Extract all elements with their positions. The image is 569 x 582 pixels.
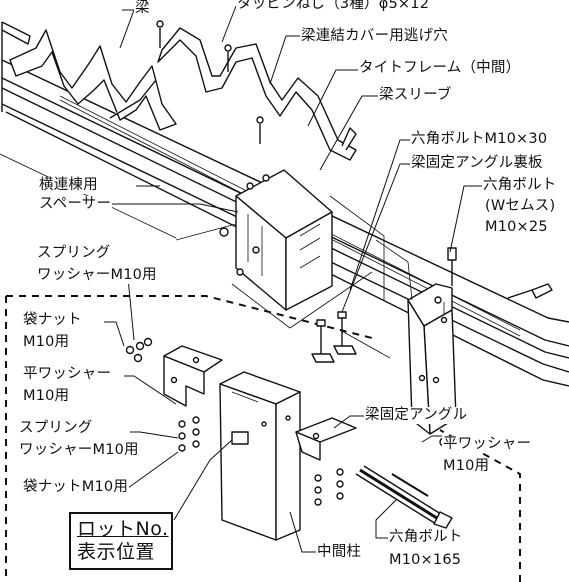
label-tapping-screw: タッピンねじ（3種）φ5×12: [236, 0, 431, 13]
guide-lines: [0, 153, 413, 359]
label-spring-washer-top-line1: スプリング: [36, 245, 112, 262]
label-spring-washer-top-line2: ワッシャーM10用: [36, 267, 158, 284]
label-tie-frame: タイトフレーム（中間）: [358, 60, 522, 77]
label-cap-nut-top-line1: 袋ナット: [22, 312, 83, 329]
label-hex-bolt-long-line1: 六角ボルト: [388, 529, 464, 546]
label-spacer-line1: 横連棟用: [38, 177, 99, 194]
right-angle-bracket: [295, 417, 357, 461]
tie-frame-box: [235, 169, 333, 311]
tapping-screws: [156, 20, 264, 144]
label-cap-nut-top-line2: M10用: [22, 334, 71, 351]
washer-stacks: [125, 227, 449, 506]
lot-number-box: ロットNo. 表示位置: [69, 512, 173, 570]
m10x30-bolts: [311, 311, 357, 363]
label-beam-sleeve: 梁スリーブ: [378, 87, 453, 104]
label-spacer-line2: スペーサー: [38, 196, 113, 213]
long-hex-bolt: [355, 465, 453, 529]
label-hex-bolt-w-line1: 六角ボルト: [482, 177, 558, 194]
label-flat-washer-right-line2: M10用: [442, 458, 491, 475]
middle-post: [219, 371, 301, 541]
label-hex-bolt-w-line2: (Wセムス): [484, 198, 557, 215]
label-spring-washer-bottom-line2: ワッシャーM10用: [18, 442, 140, 459]
label-hex-bolt-long-line2: M10×165: [388, 552, 463, 569]
label-angle-back-plate: 梁固定アングル裏板: [410, 155, 544, 172]
label-hex-bolt-w-line3: M10×25: [484, 219, 549, 236]
lot-number-line2: 表示位置: [77, 541, 156, 563]
label-flat-washer-left-line1: 平ワッシャー: [22, 366, 113, 383]
label-hex-bolt-m10x30: 六角ボルトM10×30: [410, 131, 549, 148]
zigzag-covers: [9, 27, 357, 161]
label-flat-washer-right-line1: 平ワッシャー: [442, 436, 533, 453]
label-beam: 梁: [134, 0, 151, 17]
left-angle-bracket: [163, 345, 223, 407]
label-cover-hole: 梁連結カバー用逃げ穴: [300, 28, 449, 45]
label-cap-nut-bottom: 袋ナットM10用: [22, 479, 130, 496]
hex-bolts-w: [447, 247, 553, 299]
right-box: [407, 283, 457, 435]
lot-number-line1: ロットNo.: [77, 518, 169, 540]
label-middle-post: 中間柱: [316, 544, 363, 561]
label-spring-washer-bottom-line1: スプリング: [18, 420, 94, 437]
leader-lines: [104, 5, 482, 553]
label-flat-washer-left-line2: M10用: [22, 388, 71, 405]
label-beam-angle: 梁固定アングル: [364, 407, 469, 424]
